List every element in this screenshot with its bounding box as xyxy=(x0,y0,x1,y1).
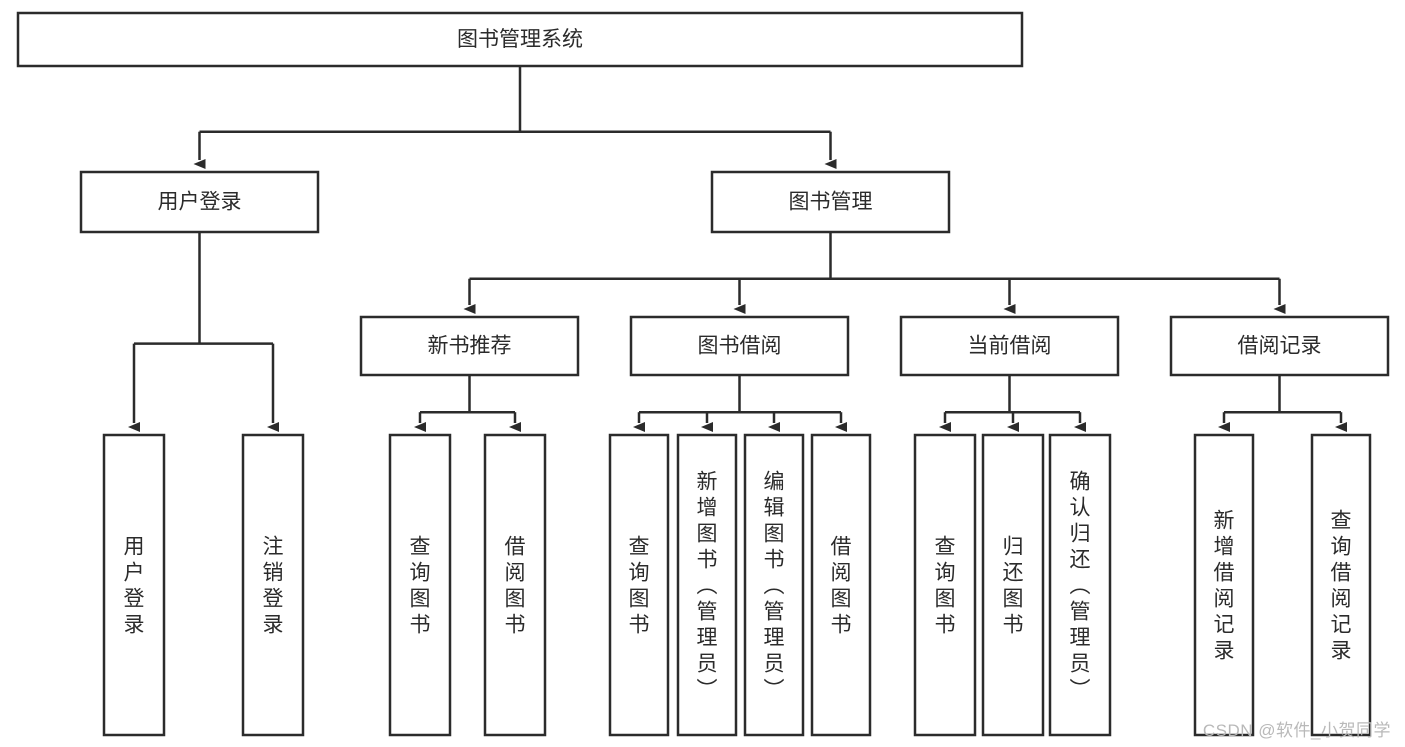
node-box xyxy=(1193,433,1255,737)
node-归还图书[interactable]: 归还图书 xyxy=(981,433,1045,737)
node-label: 图书管理 xyxy=(789,191,873,214)
node-box xyxy=(913,433,977,737)
node-label: 图书借阅 xyxy=(698,335,782,358)
node-box xyxy=(1048,433,1112,737)
node-查询图书[interactable]: 查询图书 xyxy=(608,433,670,737)
node-新增借阅记录[interactable]: 新增借阅记录 xyxy=(1193,433,1255,737)
node-label: 编辑图书︵管理员︶ xyxy=(764,470,785,701)
node-label: 查询图书 xyxy=(410,535,431,636)
node-box xyxy=(359,315,580,377)
node-box xyxy=(1310,433,1372,737)
node-box xyxy=(743,433,805,737)
node-借阅图书[interactable]: 借阅图书 xyxy=(810,433,872,737)
node-注销登录[interactable]: 注销登录 xyxy=(241,433,305,737)
node-box xyxy=(710,170,951,234)
node-layer: 图书管理系统用户登录用户登录注销登录图书管理新书推荐查询图书借阅图书图书借阅查询… xyxy=(16,11,1390,737)
node-label: 用户登录 xyxy=(158,191,242,214)
node-图书管理系统[interactable]: 图书管理系统 xyxy=(16,11,1024,68)
node-label: 查询借阅记录 xyxy=(1331,509,1352,662)
node-box xyxy=(810,433,872,737)
node-box xyxy=(608,433,670,737)
node-label: 新书推荐 xyxy=(428,335,512,358)
node-查询图书[interactable]: 查询图书 xyxy=(388,433,452,737)
node-新增图书管理员[interactable]: 新增图书︵管理员︶ xyxy=(676,433,738,737)
node-box xyxy=(16,11,1024,68)
node-label: 用户登录 xyxy=(124,535,145,636)
node-新书推荐[interactable]: 新书推荐 xyxy=(359,315,580,377)
node-label: 新增借阅记录 xyxy=(1214,509,1235,662)
connector-layer xyxy=(128,66,1347,432)
node-借阅图书[interactable]: 借阅图书 xyxy=(483,433,547,737)
node-box xyxy=(629,315,850,377)
node-box xyxy=(102,433,166,737)
node-label: 图书管理系统 xyxy=(457,28,583,51)
node-编辑图书管理员[interactable]: 编辑图书︵管理员︶ xyxy=(743,433,805,737)
node-label: 确认归还︵管理员︶ xyxy=(1070,470,1091,701)
node-图书管理[interactable]: 图书管理 xyxy=(710,170,951,234)
node-label: 借阅记录 xyxy=(1238,335,1322,358)
node-box xyxy=(899,315,1120,377)
node-label: 借阅图书 xyxy=(831,535,852,636)
node-label: 查询图书 xyxy=(629,535,650,636)
node-查询图书[interactable]: 查询图书 xyxy=(913,433,977,737)
node-label: 新增图书︵管理员︶ xyxy=(697,470,718,701)
node-box xyxy=(981,433,1045,737)
node-借阅记录[interactable]: 借阅记录 xyxy=(1169,315,1390,377)
node-box xyxy=(676,433,738,737)
node-用户登录[interactable]: 用户登录 xyxy=(102,433,166,737)
node-查询借阅记录[interactable]: 查询借阅记录 xyxy=(1310,433,1372,737)
node-box xyxy=(241,433,305,737)
node-box xyxy=(1169,315,1390,377)
node-label: 查询图书 xyxy=(935,535,956,636)
node-用户登录[interactable]: 用户登录 xyxy=(79,170,320,234)
node-label: 归还图书 xyxy=(1003,535,1024,636)
node-label: 借阅图书 xyxy=(505,535,526,636)
node-label: 当前借阅 xyxy=(968,335,1052,358)
node-图书借阅[interactable]: 图书借阅 xyxy=(629,315,850,377)
node-box xyxy=(388,433,452,737)
node-box xyxy=(79,170,320,234)
node-label: 注销登录 xyxy=(263,535,284,636)
node-确认归还管理员[interactable]: 确认归还︵管理员︶ xyxy=(1048,433,1112,737)
node-当前借阅[interactable]: 当前借阅 xyxy=(899,315,1120,377)
node-box xyxy=(483,433,547,737)
